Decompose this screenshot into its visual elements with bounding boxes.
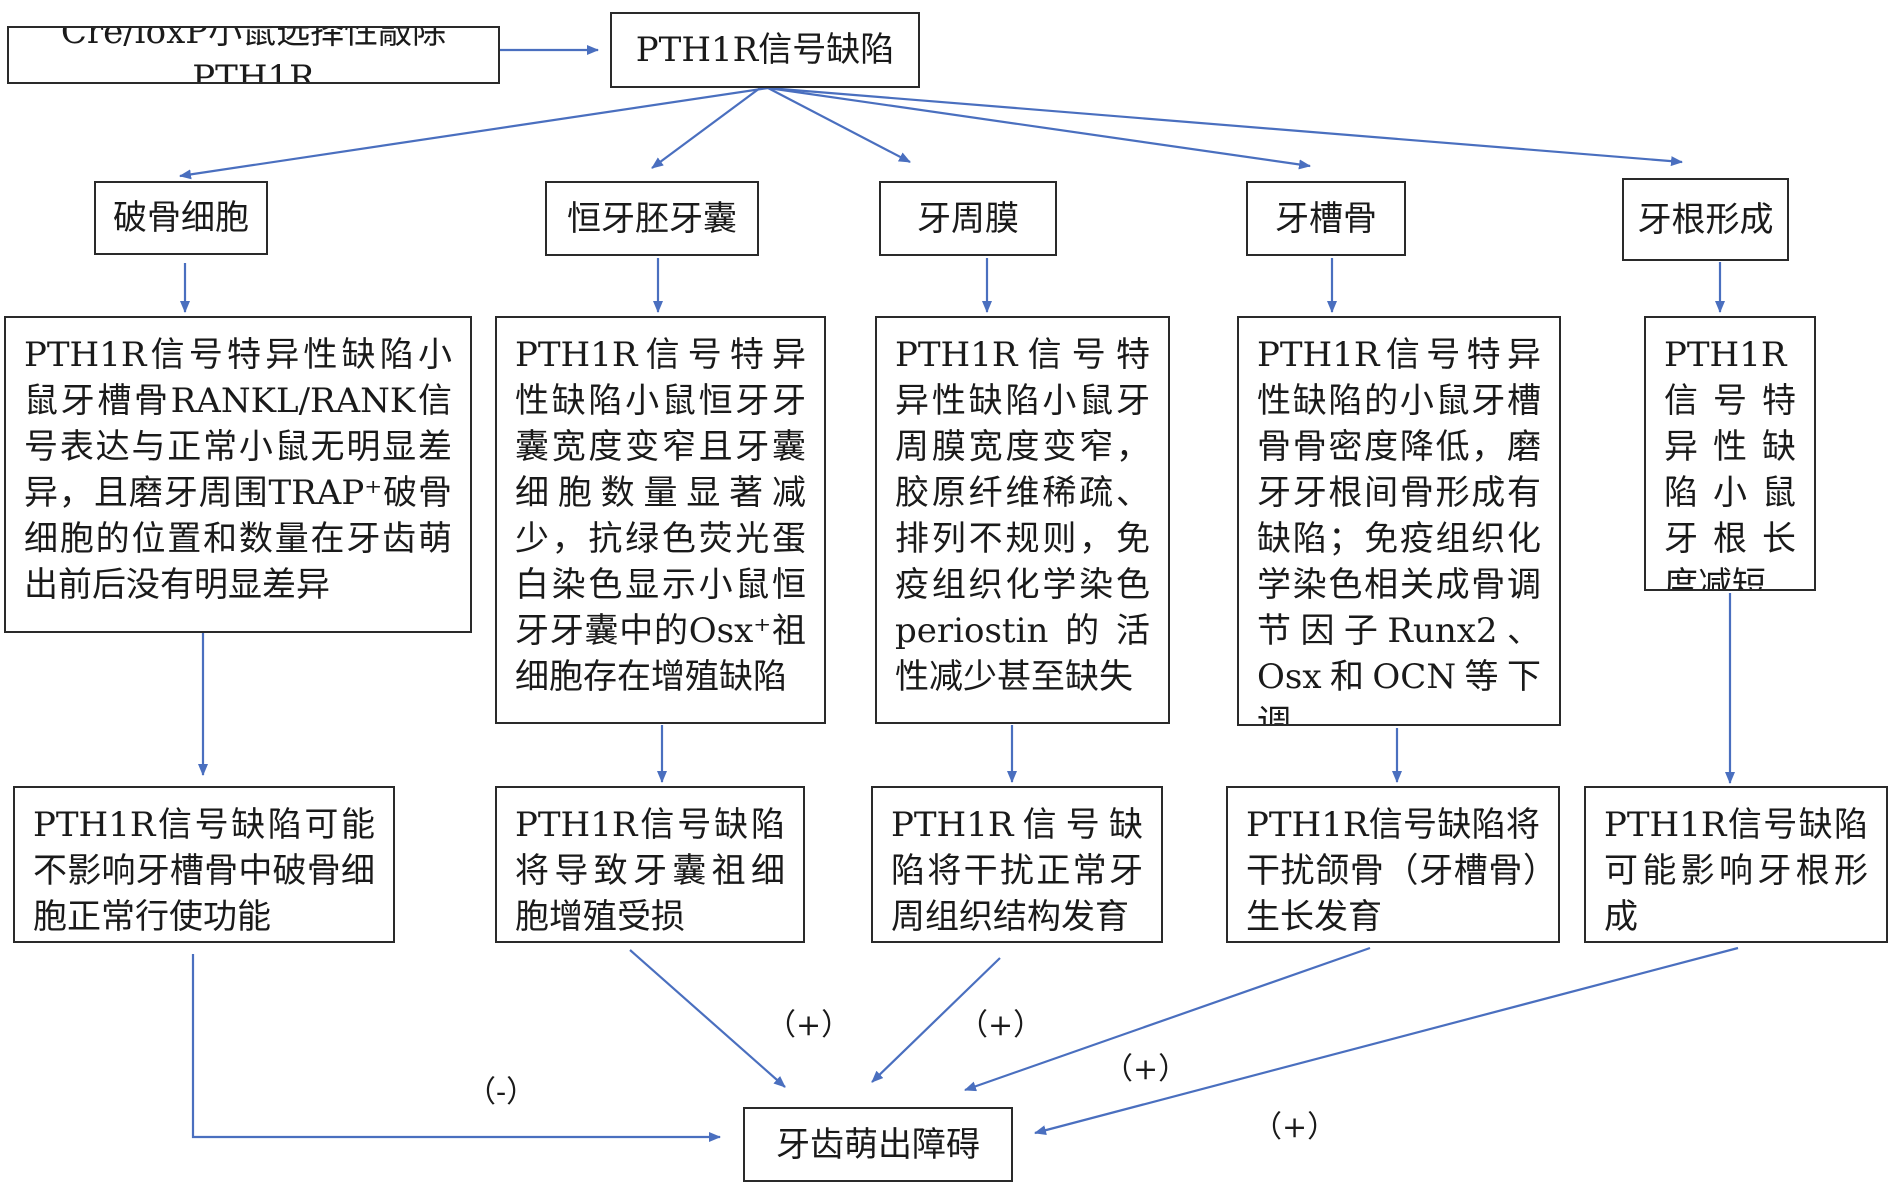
arrow-follicle-to-outcome	[629, 949, 786, 1088]
arrow-deficit-to-follicle	[651, 87, 761, 169]
arrow-deficit-to-root	[767, 86, 1683, 167]
deficit-node: PTH1R信号缺陷	[610, 12, 920, 88]
osteoclast-finding: PTH1R信号特异性缺陷小鼠牙槽骨RANKL/RANK信号表达与正常小鼠无明显差…	[4, 316, 472, 633]
pdl-node: 牙周膜	[879, 181, 1057, 256]
start-node: Cre/loxP小鼠选择性敲除PTH1R	[7, 26, 500, 84]
sign-root: （+）	[1252, 1110, 1338, 1145]
arrow-root-to-outcome	[1034, 946, 1739, 1136]
arrow-deficit-to-pdl	[767, 87, 911, 163]
root-conclusion: PTH1R信号缺陷可能影响牙根形成	[1584, 786, 1888, 943]
outcome-node: 牙齿萌出障碍	[743, 1107, 1013, 1182]
osteoclast-conclusion: PTH1R信号缺陷可能不影响牙槽骨中破骨细胞正常行使功能	[13, 786, 395, 943]
arrow-pdl-to-outcome	[871, 957, 1001, 1083]
sign-pdl: （+）	[958, 1008, 1044, 1043]
arrow-alveolar-to-outcome	[964, 946, 1371, 1092]
pdl-finding: PTH1R信号特异性缺陷小鼠牙周膜宽度变窄，胶原纤维稀疏、排列不规则，免疫组织化…	[875, 316, 1170, 724]
root-finding: PTH1R信号特异性缺陷小鼠牙根长度减短	[1644, 316, 1816, 591]
sign-alveolar: （+）	[1103, 1052, 1189, 1087]
follicle-node: 恒牙胚牙囊	[545, 181, 759, 256]
alveolar-finding: PTH1R信号特异性缺陷的小鼠牙槽骨骨密度降低，磨牙牙根间骨形成有缺陷；免疫组织…	[1237, 316, 1561, 726]
alveolar-node: 牙槽骨	[1246, 181, 1406, 256]
follicle-conclusion: PTH1R信号缺陷将导致牙囊祖细胞增殖受损	[495, 786, 805, 943]
pdl-conclusion: PTH1R信号缺陷将干扰正常牙周组织结构发育	[871, 786, 1163, 943]
osteoclast-node: 破骨细胞	[94, 181, 268, 255]
arrow-deficit-to-alveolar	[767, 86, 1311, 170]
root-node: 牙根形成	[1622, 178, 1789, 261]
follicle-finding: PTH1R信号特异性缺陷小鼠恒牙牙囊宽度变窄且牙囊细胞数量显著减少，抗绿色荧光蛋…	[495, 316, 826, 724]
sign-osteoclast: （-）	[466, 1075, 537, 1110]
arrow-osteoclast-to-outcome	[191, 954, 721, 1142]
arrow-deficit-to-osteoclast	[179, 86, 769, 180]
alveolar-conclusion: PTH1R信号缺陷将干扰颌骨（牙槽骨）生长发育	[1226, 786, 1560, 943]
sign-follicle: （+）	[766, 1008, 852, 1043]
